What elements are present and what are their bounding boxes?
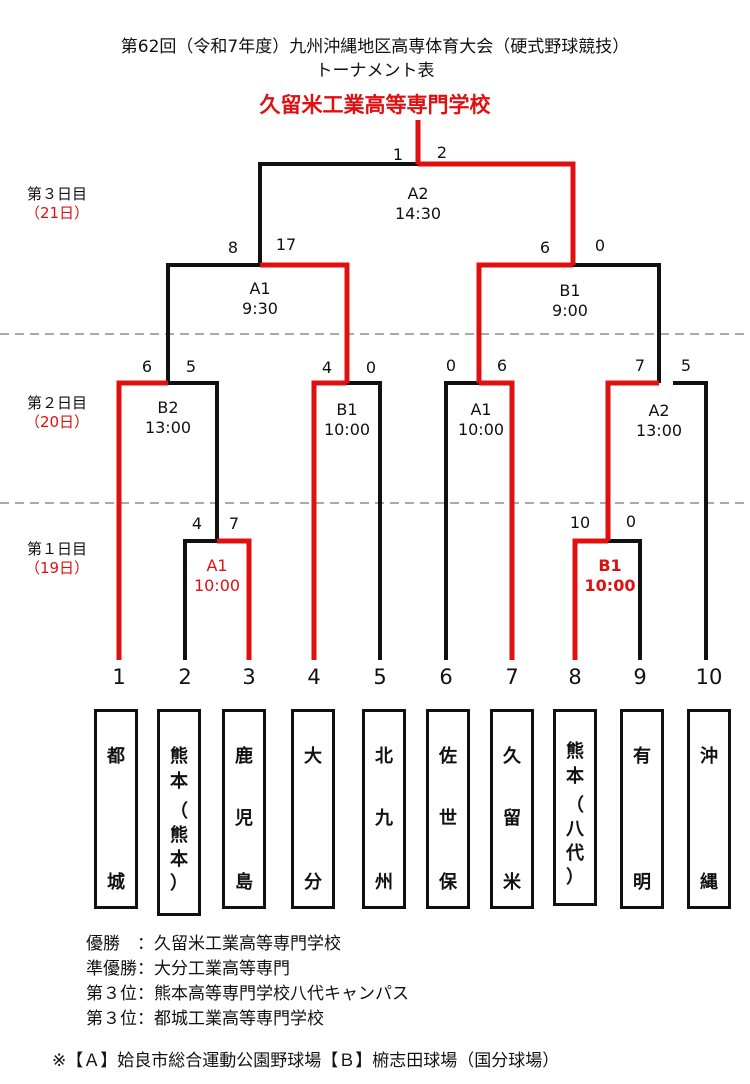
team-box-okinawa: 沖 縄	[687, 709, 731, 909]
standing-row: 準優勝：大分工業高等専門	[86, 959, 290, 979]
seat-number: 4	[307, 665, 321, 689]
day-label-1: 第１日目（19日）	[24, 540, 90, 577]
bracket-line-loser	[608, 539, 642, 660]
day-label-2: 第２日目（20日）	[24, 394, 90, 431]
team-box-ariake: 有 明	[620, 709, 664, 909]
bracket-line-loser	[347, 381, 382, 660]
bracket-line-winner	[116, 380, 168, 660]
seat-number: 8	[568, 665, 582, 689]
bracket-line-loser	[166, 263, 260, 383]
bracket-line-winner	[260, 262, 350, 383]
champion-name: 久留米工業高等専門学校	[259, 93, 491, 117]
team-box-kumamoto-kumamoto: 熊 本 （ 熊 本 ）	[157, 709, 201, 916]
score-sf-b1-left: 6	[539, 238, 551, 257]
score-d2-a2-left: 7	[634, 356, 646, 375]
bracket-line-loser	[258, 162, 418, 265]
team-box-sasebo: 佐 世 保	[426, 709, 470, 909]
bracket-line-winner	[311, 380, 347, 660]
seat-number: 2	[178, 665, 192, 689]
day-label-3: 第３日目（21日）	[24, 185, 90, 222]
page-title: 第62回（令和7年度）九州沖縄地区高専体育大会（硬式野球競技）	[120, 37, 630, 57]
score-d2-b1-left: 4	[321, 358, 333, 377]
seat-number: 10	[695, 665, 723, 689]
team-box-kumamoto-yatsushiro: 熊 本 （ 八 代 ）	[553, 709, 597, 906]
score-d2-a2-right: 5	[680, 356, 692, 375]
team-box-kitakyushu: 北 九 州	[362, 709, 406, 909]
score-sf-b1-right: 0	[594, 236, 606, 255]
standing-row: 第３位：都城工業高等専門学校	[86, 1009, 324, 1029]
bracket-line-winner	[476, 262, 573, 383]
bracket-line-loser	[444, 381, 479, 660]
score-d2-b2-left: 6	[141, 357, 153, 376]
bracket-line-winner	[217, 538, 252, 660]
score-sf-a1-left: 8	[227, 238, 239, 257]
score-d1-a1-right: 7	[228, 514, 240, 533]
team-box-oita: 大 分	[291, 709, 335, 909]
bracket-line-winner	[572, 538, 608, 660]
bracket-line-winner	[479, 380, 515, 660]
page-subtitle: トーナメント表	[315, 61, 435, 81]
bracket-line-loser	[183, 539, 217, 660]
score-d2-a1-left: 0	[445, 356, 457, 375]
score-d1-a1-left: 4	[191, 514, 203, 533]
team-box-kurume: 久 留 米	[490, 709, 534, 909]
seat-number: 6	[439, 665, 453, 689]
seat-number: 3	[242, 665, 256, 689]
team-box-kagoshima: 鹿 児 島	[222, 709, 266, 909]
score-final-left: 1	[392, 145, 404, 164]
standing-row: 第３位：熊本高等専門学校八代キャンパス	[86, 984, 409, 1004]
standing-row: 優勝 ：久留米工業高等専門学校	[86, 934, 341, 954]
bracket-line-winner	[605, 380, 659, 541]
seat-number: 7	[505, 665, 519, 689]
score-final-right: 2	[436, 143, 448, 162]
score-d2-b2-right: 5	[185, 357, 197, 376]
bracket-line-loser	[168, 381, 219, 541]
score-d2-a1-right: 6	[496, 356, 508, 375]
bracket-line-loser	[673, 381, 708, 660]
venue-note: ※【Ａ】姶良市総合運動公園野球場【Ｂ】椨志田球場（国分球場）	[52, 1051, 560, 1071]
bracket-line-loser	[573, 263, 661, 383]
score-d2-b1-right: 0	[365, 358, 377, 377]
team-box-miyakonojo: 都 城	[94, 709, 138, 909]
bracket-line-winner	[418, 161, 576, 265]
seat-number: 9	[633, 665, 647, 689]
final-standings: 優勝 ：久留米工業高等専門学校 準優勝：大分工業高等専門 第３位：熊本高等専門学…	[86, 932, 409, 1032]
seat-number: 1	[112, 665, 126, 689]
score-d1-b1-right: 0	[625, 512, 637, 531]
seat-number: 5	[373, 665, 387, 689]
score-sf-a1-right: 17	[275, 235, 297, 254]
score-d1-b1-left: 10	[569, 513, 591, 532]
